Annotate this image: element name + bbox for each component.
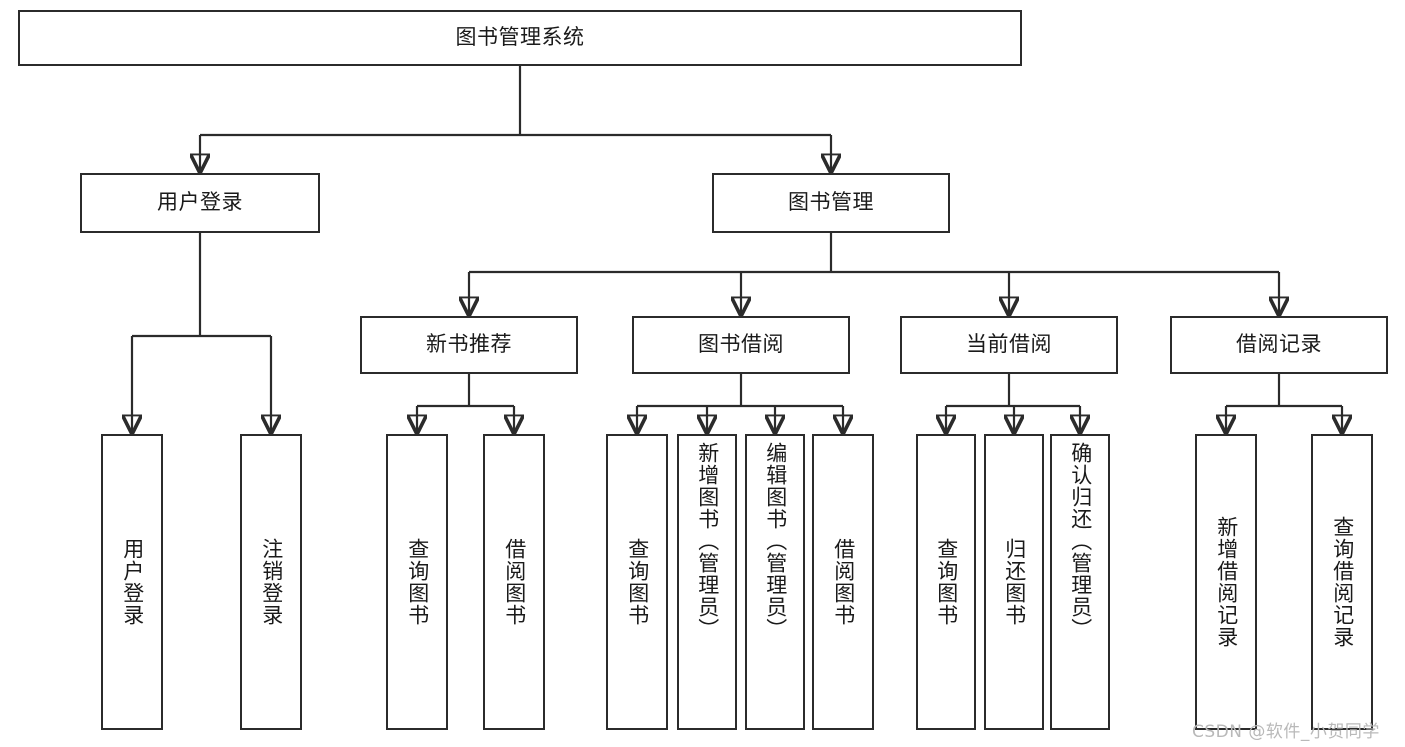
node-label-rec-query-record: 查询借阅记录 (1330, 516, 1355, 648)
node-box-bor-query-book[interactable]: 查询图书 (606, 434, 668, 730)
node-box-login-do[interactable]: 用户登录 (101, 434, 163, 730)
node-box-rec-query-record[interactable]: 查询借阅记录 (1311, 434, 1373, 730)
node-label-rec-query-book: 查询图书 (405, 538, 430, 626)
node-box-root[interactable]: 图书管理系统 (18, 10, 1022, 66)
node-box-logout-do[interactable]: 注销登录 (240, 434, 302, 730)
node-label-cur-return-book: 归还图书 (1002, 538, 1027, 626)
node-box-rec-borrow-book[interactable]: 借阅图书 (483, 434, 545, 730)
node-box-rec-add-record[interactable]: 新增借阅记录 (1195, 434, 1257, 730)
node-label-root: 图书管理系统 (455, 25, 585, 50)
node-box-current-borrow[interactable]: 当前借阅 (900, 316, 1118, 374)
node-box-user-login[interactable]: 用户登录 (80, 173, 320, 233)
node-box-borrow-record[interactable]: 借阅记录 (1170, 316, 1388, 374)
node-box-cur-query-book[interactable]: 查询图书 (916, 434, 976, 730)
node-label-rec-borrow-book: 借阅图书 (502, 538, 527, 626)
node-box-bor-borrow-book[interactable]: 借阅图书 (812, 434, 874, 730)
node-label-login-do: 用户登录 (120, 538, 145, 626)
node-box-bor-edit-book[interactable]: 编辑图书（管理员） (745, 434, 805, 730)
node-label-current-borrow: 当前借阅 (966, 332, 1052, 357)
node-label-logout-do: 注销登录 (259, 538, 284, 626)
node-box-bor-add-book[interactable]: 新增图书（管理员） (677, 434, 737, 730)
node-label-book-manage: 图书管理 (788, 190, 874, 215)
node-label-bor-edit-book: 编辑图书（管理员） (763, 442, 788, 640)
node-box-new-book-rec[interactable]: 新书推荐 (360, 316, 578, 374)
node-label-bor-add-book: 新增图书（管理员） (695, 442, 720, 640)
node-box-book-manage[interactable]: 图书管理 (712, 173, 950, 233)
node-box-cur-confirm-return[interactable]: 确认归还（管理员） (1050, 434, 1110, 730)
node-label-bor-query-book: 查询图书 (625, 538, 650, 626)
node-box-cur-return-book[interactable]: 归还图书 (984, 434, 1044, 730)
node-label-bor-borrow-book: 借阅图书 (831, 538, 856, 626)
node-label-cur-confirm-return: 确认归还（管理员） (1068, 442, 1093, 640)
node-box-book-borrow[interactable]: 图书借阅 (632, 316, 850, 374)
node-label-user-login: 用户登录 (157, 190, 243, 215)
node-label-new-book-rec: 新书推荐 (426, 332, 512, 357)
node-label-rec-add-record: 新增借阅记录 (1214, 516, 1239, 648)
node-label-cur-query-book: 查询图书 (934, 538, 959, 626)
node-label-book-borrow: 图书借阅 (698, 332, 784, 357)
node-label-borrow-record: 借阅记录 (1236, 332, 1322, 357)
node-box-rec-query-book[interactable]: 查询图书 (386, 434, 448, 730)
